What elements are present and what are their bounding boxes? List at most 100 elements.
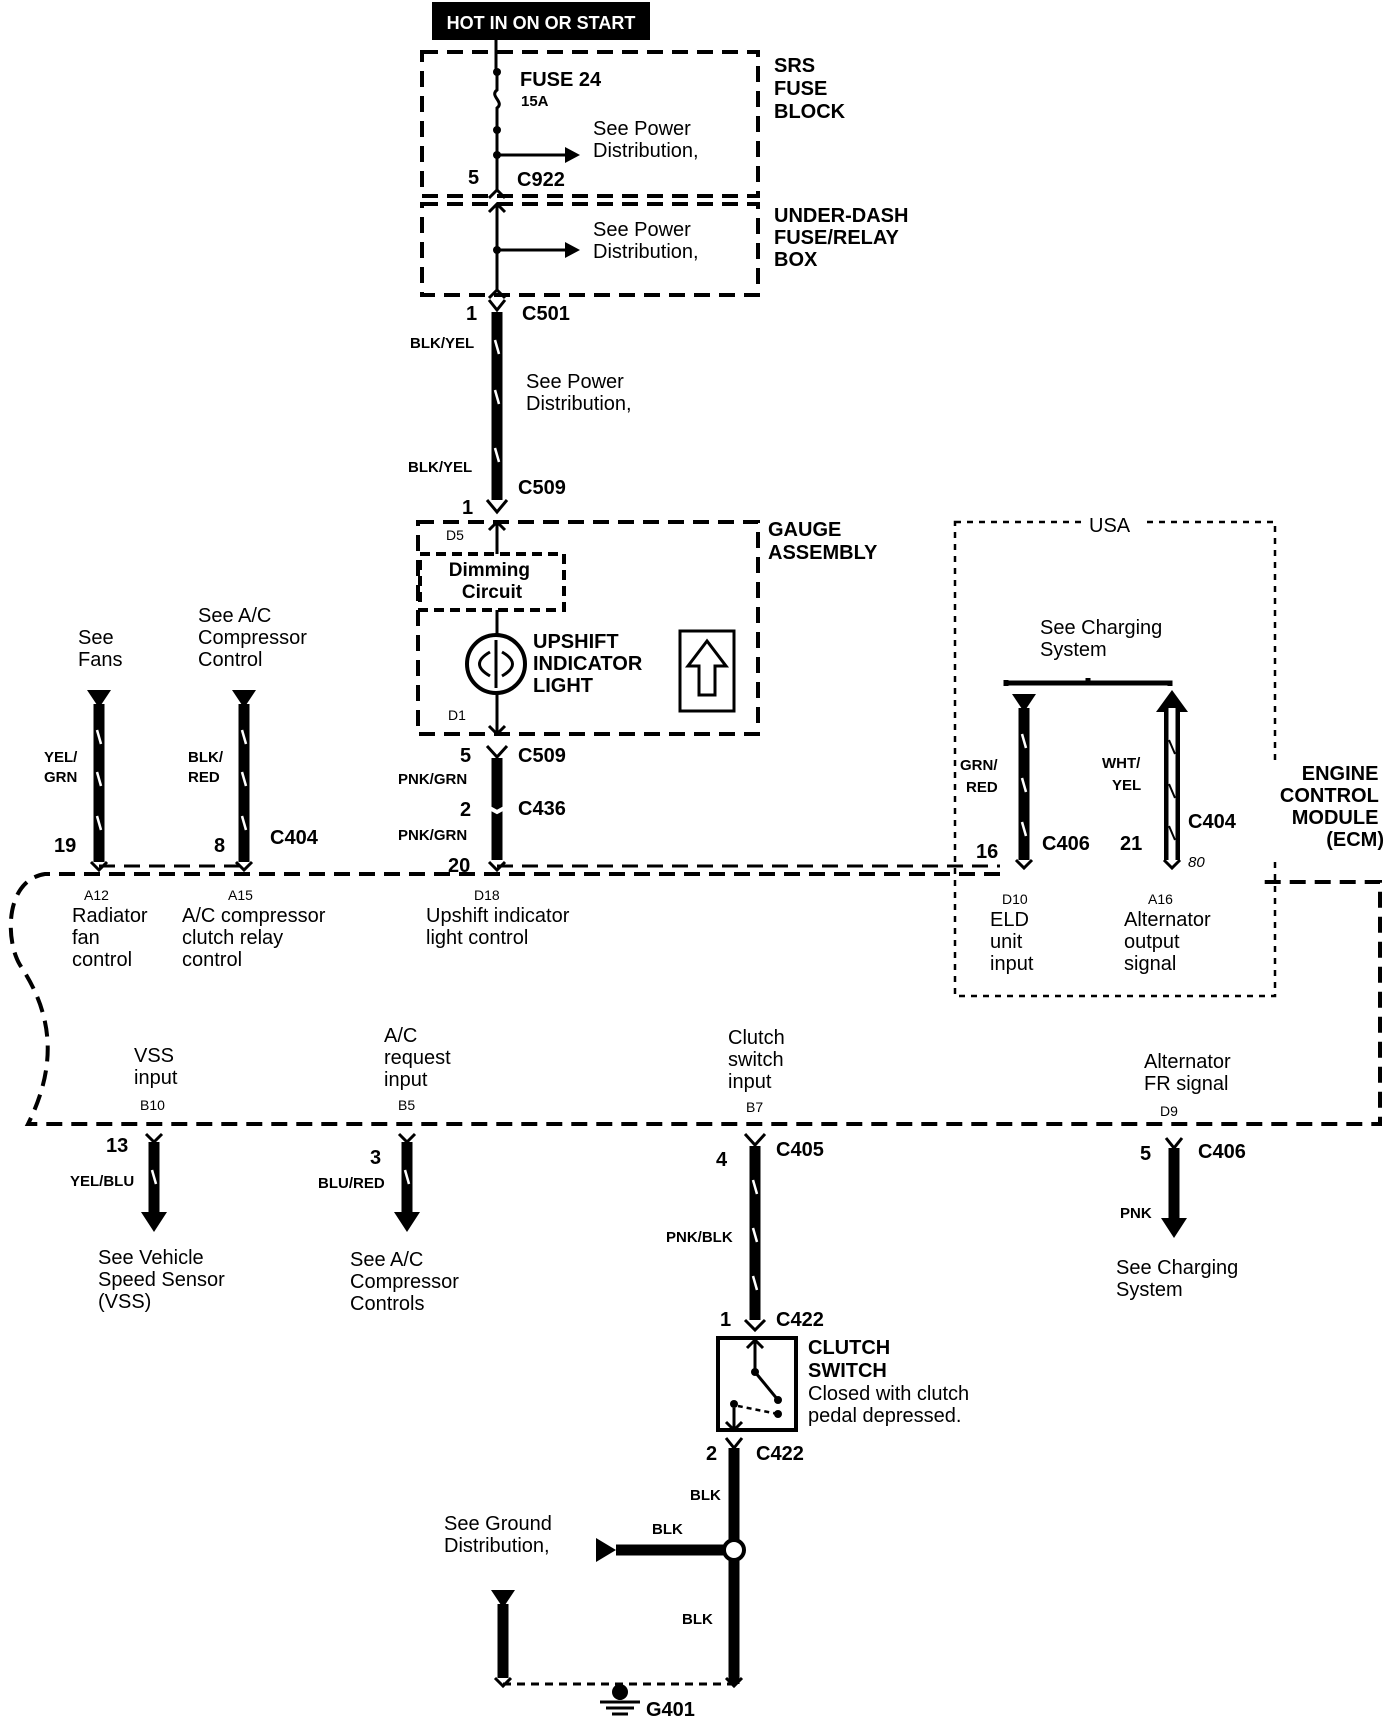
terminal-d1: D1: [448, 707, 466, 723]
arrow-down-icon: [87, 690, 111, 708]
power-source-label: HOT IN ON OR START: [447, 13, 636, 33]
srs-fuse-block-box: [420, 50, 760, 198]
srs-fuse-block-name: SRS FUSE BLOCK: [774, 55, 846, 123]
ground-ref-arrow-icon: [596, 1538, 616, 1562]
ecm-terminal-b7: B7: [746, 1099, 763, 1115]
ecm-name: ENGINE CONTROL MODULE (ECM): [1280, 763, 1384, 851]
arrow-down-icon: [1161, 1218, 1187, 1238]
wire-color-pnk-blk: PNK/BLK: [666, 1229, 733, 1246]
clutch-switch-desc: Closed with clutch pedal depressed.: [808, 1383, 975, 1427]
main-feed-see-power-text: See Power Distribution,: [526, 371, 632, 415]
c404-usa-connector: C404: [1188, 811, 1237, 833]
ecm-terminal-b10: B10: [140, 1097, 165, 1113]
arrow-down-icon: [491, 1590, 515, 1608]
ecm-pin-3: 3: [370, 1147, 381, 1169]
see-ac-compressor-text: See A/C Compressor Control: [198, 605, 312, 671]
arrow-down-icon: [141, 1212, 167, 1232]
ecm-outline: [8, 872, 1382, 1126]
wire-color-grn-red: GRN/ RED: [960, 757, 1002, 796]
ecm-terminal-d10: D10: [1002, 891, 1028, 907]
ecm-pin-13: 13: [106, 1135, 128, 1157]
clutch-switch-name: CLUTCH SWITCH: [808, 1337, 896, 1382]
c509-top-pin: 1: [462, 497, 473, 519]
wire-color-blk-red: BLK/ RED: [188, 749, 227, 786]
ground-g401: G401: [646, 1699, 695, 1720]
c422-top-connector: C422: [776, 1309, 824, 1331]
splice-point: [722, 1538, 746, 1562]
gauge-assembly-name: GAUGE ASSEMBLY: [768, 519, 878, 564]
c405-connector: C405: [776, 1139, 824, 1161]
upshift-arrow-icon: [684, 638, 730, 697]
ecm-terminal-d18-desc: Upshift indicator light control: [426, 905, 575, 949]
arrow-down-icon: [394, 1212, 420, 1232]
c404-left-connector: C404: [270, 827, 319, 849]
clutch-switch-box: [716, 1336, 798, 1432]
underdash-see-power-text: See Power Distribution,: [593, 219, 699, 263]
ecm-terminal-b7-desc: Clutch switch input: [728, 1027, 790, 1093]
see-ac-compressor-controls-text: See A/C Compressor Controls: [350, 1249, 464, 1315]
alt-note: 80: [1188, 854, 1205, 871]
ecm-pin-19: 19: [54, 835, 76, 857]
c436-pin: 2: [460, 799, 471, 821]
c509-top-connector: C509: [518, 477, 566, 499]
fuse-24-rating: 15A: [521, 93, 549, 110]
ground-point-icon: [612, 1684, 628, 1700]
ecm-terminal-d10-desc: ELD unit input: [990, 909, 1034, 975]
wire-color-pnk: PNK: [1120, 1205, 1152, 1222]
arrow-right-icon: [565, 242, 580, 258]
wire-color-pnk-grn-2: PNK/GRN: [398, 827, 467, 844]
switch-contact: [753, 1371, 780, 1401]
terminal-d5: D5: [446, 527, 464, 543]
ecm-pin-20: 20: [448, 855, 470, 877]
wire-color-blk-yel-lower: BLK/YEL: [408, 459, 472, 476]
ecm-terminal-b10-desc: VSS input: [134, 1045, 180, 1089]
under-dash-box: [420, 202, 760, 297]
upshift-indicator-frame: [678, 629, 736, 713]
ecm-terminal-d18: D18: [474, 887, 500, 903]
c922-connector: C922: [517, 169, 565, 191]
c422-bottom-connector: C422: [756, 1443, 804, 1465]
see-charging-system-bottom-text: See Charging System: [1116, 1257, 1244, 1301]
ecm-terminal-b5: B5: [398, 1097, 415, 1113]
see-fans-text: See Fans: [78, 627, 122, 671]
ecm-terminal-a12-desc: Radiator fan control: [72, 905, 153, 971]
fuse-24-symbol: [493, 72, 501, 130]
c406-bottom-connector: C406: [1198, 1141, 1246, 1163]
ecm-terminal-b5-desc: A/C request input: [384, 1025, 456, 1091]
see-vss-text: See Vehicle Speed Sensor (VSS): [98, 1247, 230, 1313]
c501-connector: C501: [522, 303, 570, 325]
power-source-tag: [432, 2, 650, 40]
ecm-terminal-d9: D9: [1160, 1103, 1178, 1119]
see-ground-distribution-text: See Ground Distribution,: [444, 1513, 557, 1557]
wire-color-blk-1: BLK: [690, 1487, 721, 1504]
c406-usa-connector: C406: [1042, 833, 1090, 855]
upshift-light-label: UPSHIFT INDICATOR LIGHT: [533, 631, 648, 697]
dimming-circuit-box: [418, 552, 566, 612]
srs-see-power-text: See Power Distribution,: [593, 118, 699, 162]
wire-color-yel-blu: YEL/BLU: [70, 1173, 134, 1190]
wire-color-blk-yel-upper: BLK/YEL: [410, 335, 474, 352]
wire-color-blk-2: BLK: [652, 1521, 683, 1538]
ecm-terminal-a12: A12: [84, 887, 109, 903]
wire-color-blk-3: BLK: [682, 1611, 713, 1628]
c922-pin: 5: [468, 167, 479, 189]
c509-bottom-connector: C509: [518, 745, 566, 767]
under-dash-name: UNDER-DASH FUSE/RELAY BOX: [774, 205, 914, 271]
c436-connector: C436: [518, 798, 566, 820]
fuse-24-name: FUSE 24: [520, 69, 602, 91]
ecm-terminal-a15: A15: [228, 887, 253, 903]
dimming-circuit-label: Dimming Circuit: [449, 560, 536, 603]
wire-color-blu-red: BLU/RED: [318, 1175, 385, 1192]
ecm-pin-16: 16: [976, 841, 998, 863]
c501-pin: 1: [466, 303, 477, 325]
ecm-terminal-a16-desc: Alternator output signal: [1124, 909, 1216, 975]
arrow-right-icon: [565, 147, 580, 163]
c509-bottom-pin: 5: [460, 745, 471, 767]
bulb-filament: [478, 640, 514, 688]
wire-color-wht-yel: WHT/ YEL: [1102, 755, 1145, 794]
ecm-pin-21: 21: [1120, 833, 1142, 855]
ecm-pin-8: 8: [214, 835, 225, 857]
arrow-down-icon: [232, 690, 256, 708]
c422-top-pin: 1: [720, 1309, 731, 1331]
